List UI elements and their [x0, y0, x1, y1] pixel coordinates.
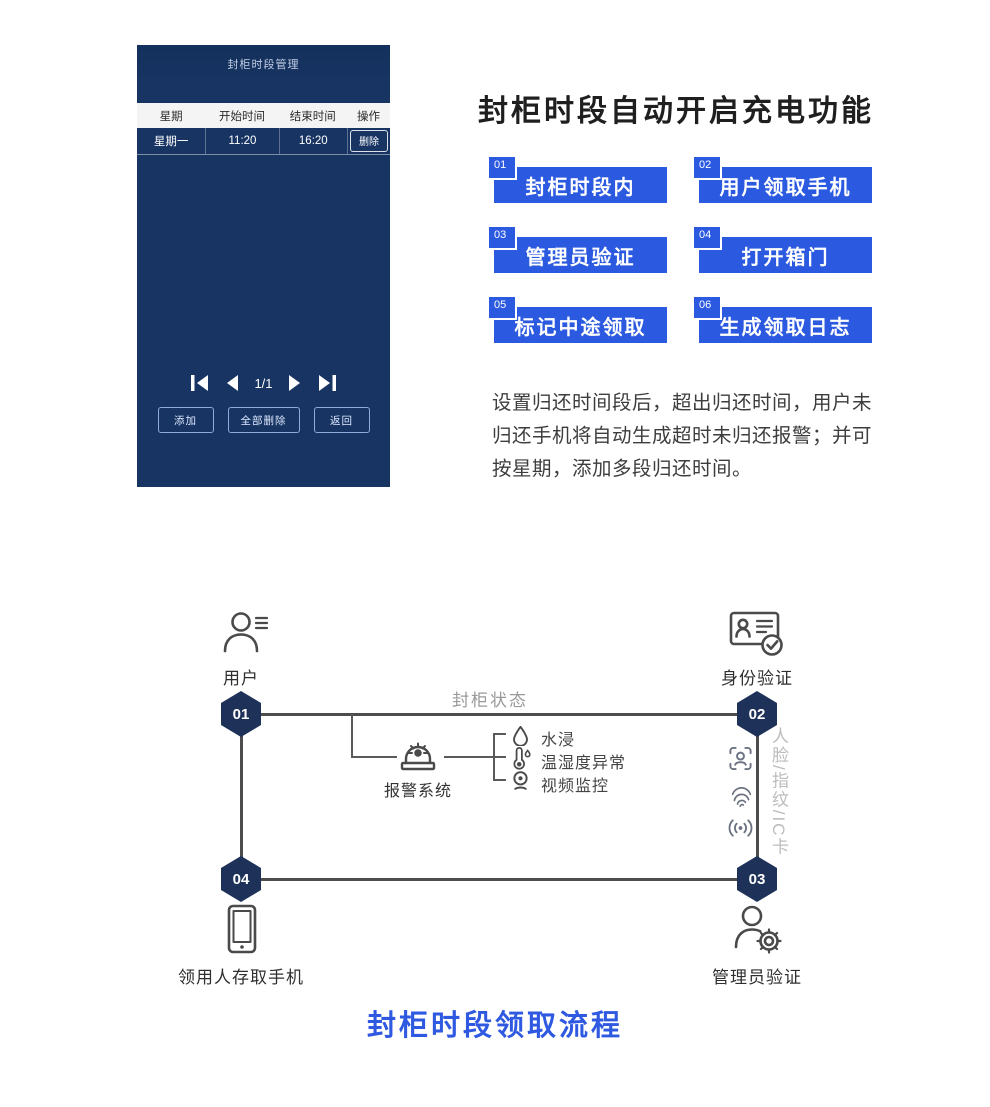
hex-node-01: 01: [221, 691, 261, 737]
phone-label: 领用人存取手机: [178, 968, 304, 987]
step-5-number: 05: [489, 297, 517, 320]
humidity-label: 温湿度异常: [541, 755, 627, 772]
phone-icon: [224, 903, 260, 957]
cell-end: 16:20: [278, 128, 347, 154]
app-buttons: 添加 全部删除 返回: [137, 407, 390, 433]
bracket-tick-2: [493, 756, 506, 758]
id-verify-label: 身份验证: [721, 669, 793, 688]
step-1: 01 封柜时段内: [489, 157, 667, 203]
line-top: [241, 712, 757, 716]
alarm-branch-horiz: [351, 756, 397, 758]
video-label: 视频监控: [541, 778, 610, 795]
delete-row-button[interactable]: 删除: [349, 130, 388, 152]
bracket-tick-3: [493, 779, 506, 781]
prev-page-icon[interactable]: [225, 374, 239, 392]
step-6-number: 06: [694, 297, 722, 320]
back-button[interactable]: 返回: [313, 407, 370, 433]
table-header: 星期 开始时间 结束时间 操作: [137, 103, 390, 128]
biometric-label: 人脸/指纹/IC卡: [769, 727, 788, 857]
header-start: 开始时间: [218, 110, 265, 123]
user-icon: [218, 608, 272, 662]
step-1-number: 01: [489, 157, 517, 180]
page-count: 1/1: [254, 375, 273, 391]
add-button[interactable]: 添加: [157, 407, 214, 433]
step-4: 04 打开箱门: [694, 227, 872, 273]
step-4-label: 打开箱门: [699, 237, 872, 273]
thermometer-icon: [511, 747, 531, 770]
camera-icon: [510, 770, 531, 791]
next-page-icon[interactable]: [288, 374, 302, 392]
step-6-label: 生成领取日志: [699, 307, 872, 343]
cabinet-status-label: 封柜状态: [452, 691, 528, 710]
admin-gear-icon: [731, 903, 785, 955]
step-5-label: 标记中途领取: [494, 307, 667, 343]
step-4-number: 04: [694, 227, 722, 250]
line-left: [239, 714, 243, 879]
app-title: 封柜时段管理: [227, 59, 300, 71]
alarm-to-bracket: [444, 756, 493, 758]
water-label: 水浸: [541, 732, 576, 749]
first-page-icon[interactable]: [190, 374, 210, 392]
step-6: 06 生成领取日志: [694, 297, 872, 343]
diagram-caption: 封柜时段领取流程: [366, 1010, 623, 1042]
id-verify-icon: [728, 608, 786, 658]
admin-label: 管理员验证: [712, 968, 802, 987]
pagination: 1/1: [137, 371, 390, 395]
ic-card-icon: [728, 818, 753, 838]
alarm-branch-vert: [351, 714, 353, 757]
siren-icon: [396, 735, 440, 775]
header-end: 结束时间: [289, 110, 336, 123]
step-1-label: 封柜时段内: [494, 167, 667, 203]
fingerprint-icon: [730, 785, 753, 809]
line-bottom: [241, 877, 757, 881]
water-drop-icon: [511, 725, 530, 746]
hex-node-04: 04: [221, 856, 261, 902]
page-title: 封柜时段自动开启充电功能: [478, 95, 874, 128]
app-screenshot: 封柜时段管理 星期 开始时间 结束时间 操作 星期一 11:20 16:20 删…: [137, 45, 390, 487]
cell-week: 星期一: [153, 136, 189, 148]
line-right: [755, 714, 759, 879]
step-2-label: 用户领取手机: [699, 167, 872, 203]
header-op: 操作: [356, 110, 380, 123]
cell-op: 删除: [346, 128, 390, 154]
step-3: 03 管理员验证: [489, 227, 667, 273]
step-3-label: 管理员验证: [494, 237, 667, 273]
delete-all-button[interactable]: 全部删除: [227, 407, 300, 433]
last-page-icon[interactable]: [317, 374, 337, 392]
header-week: 星期: [159, 110, 183, 123]
table-row: 星期一 11:20 16:20 删除: [137, 128, 390, 155]
description-paragraph: 设置归还时间段后，超出归还时间，用户未归还手机将自动生成超时未归还报警；并可按星…: [492, 392, 873, 480]
step-2-number: 02: [694, 157, 722, 180]
alarm-system-label: 报警系统: [383, 783, 452, 800]
step-5: 05 标记中途领取: [489, 297, 667, 343]
cell-start: 11:20: [205, 128, 278, 154]
user-label: 用户: [223, 669, 259, 688]
step-2: 02 用户领取手机: [694, 157, 872, 203]
bracket-tick-1: [493, 733, 506, 735]
face-scan-icon: [728, 746, 753, 771]
step-3-number: 03: [489, 227, 517, 250]
